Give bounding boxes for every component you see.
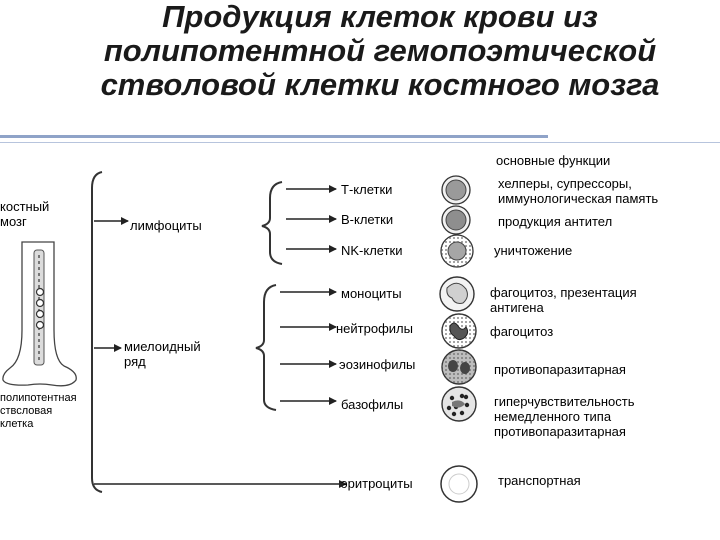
function-monocytes-line-2: антигена: [490, 300, 544, 315]
function-basophils-line-3: противопаразитарная: [494, 424, 626, 439]
lymphoid-brace: [261, 181, 283, 265]
cell-name-eosinophils: эозинофилы: [339, 357, 416, 372]
cell-name-monocytes: моноциты: [341, 286, 402, 301]
cell-name-b: В-клетки: [341, 212, 394, 227]
main-bracket: [91, 171, 103, 493]
function-monocytes: фагоцитоз, презентация антигена: [490, 285, 637, 315]
title-line-1: Продукция клеток крови из: [162, 0, 598, 34]
function-basophils-line-1: гиперчувствительность: [494, 394, 635, 409]
marrow-label-line-2: мозг: [0, 214, 27, 229]
myeloid-label: миелоидный ряд: [124, 339, 201, 369]
function-erythrocytes: транспортная: [498, 473, 581, 488]
cell-name-neutrophils: нейтрофилы: [336, 321, 413, 336]
title-thin-rule: [0, 142, 720, 143]
neutrophil-icon: [441, 313, 477, 349]
function-basophils: гиперчувствительность немедленного типа …: [494, 394, 634, 439]
stem-cell-label-line-2: ствсловая: [0, 405, 53, 417]
marrow-label: костный мозг: [0, 199, 49, 229]
t-cell-icon: [441, 175, 471, 205]
function-t-cells: хелперы, супрессоры, иммунологическая па…: [498, 176, 658, 206]
function-nk-cells: уничтожение: [494, 243, 573, 258]
function-b-cells: продукция антител: [498, 214, 613, 229]
stem-cell-label: полипотентная ствсловая клетка: [0, 392, 77, 431]
nk-cell-icon: [440, 234, 474, 268]
myeloid-brace: [255, 284, 277, 411]
function-t-line-2: иммунологическая память: [498, 191, 659, 206]
function-monocytes-line-1: фагоцитоз, презентация: [490, 285, 637, 300]
cell-name-t: Т-клетки: [341, 182, 393, 197]
functions-header: основные функции: [496, 153, 611, 168]
b-cell-icon: [441, 205, 471, 235]
erythrocyte-icon: [440, 465, 478, 503]
cell-name-nk: NK-клетки: [341, 243, 403, 258]
monocyte-icon: [439, 276, 475, 312]
lymphocytes-label: лимфоциты: [130, 218, 202, 233]
eosinophil-icon: [441, 349, 477, 385]
stem-cell-label-line-3: клетка: [0, 418, 34, 430]
myeloid-label-line-1: миелоидный: [124, 339, 201, 354]
stem-cell-label-line-1: полипотентная: [0, 392, 77, 404]
function-t-line-1: хелперы, супрессоры,: [498, 176, 632, 191]
cell-name-erythrocytes: эритроциты: [341, 476, 413, 491]
title-line-2: полипотентной гемопоэтической: [103, 33, 657, 68]
function-neutrophils: фагоцитоз: [490, 324, 554, 339]
title-line-3: стволовой клетки костного мозга: [100, 67, 660, 102]
function-basophils-line-2: немедленного типа: [494, 409, 612, 424]
bone-icon: [2, 241, 77, 387]
cell-name-basophils: базофилы: [341, 397, 404, 412]
title-underline: [0, 135, 548, 138]
function-eosinophils: противопаразитарная: [494, 362, 626, 377]
basophil-icon: [441, 386, 477, 422]
page-title: Продукция клеток крови из полипотентной …: [60, 0, 700, 102]
marrow-label-line-1: костный: [0, 199, 50, 214]
myeloid-label-line-2: ряд: [124, 354, 146, 369]
